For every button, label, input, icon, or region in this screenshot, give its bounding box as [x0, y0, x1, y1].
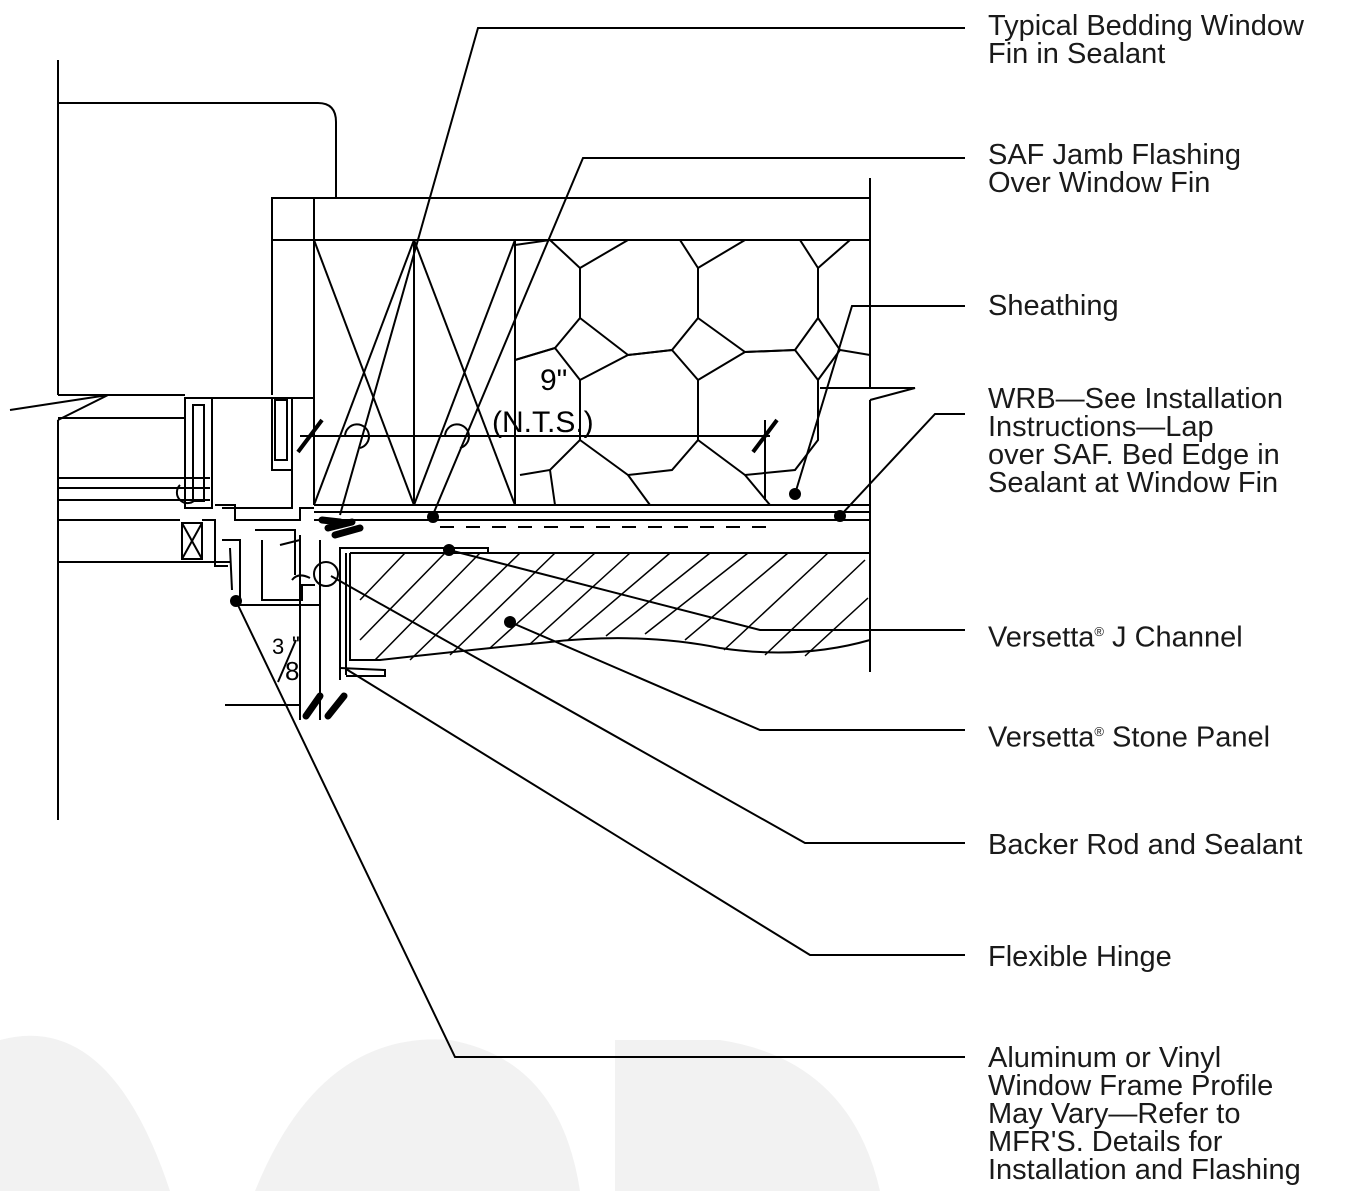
callout-jchannel-brand: Versetta	[988, 621, 1095, 654]
leader-backer	[330, 575, 965, 844]
callout-bedding: Typical Bedding Window Fin in Sealant	[988, 10, 1304, 70]
gap-fraction-bar	[277, 639, 297, 683]
callout-sheathing: Sheathing	[988, 290, 1119, 322]
depth-dimension	[296, 418, 779, 500]
interior-wall	[9, 60, 337, 820]
backer-rod	[313, 561, 339, 587]
depth-note: (N.T.S.)	[492, 406, 594, 439]
callout-backer: Backer Rod and Sealant	[988, 829, 1303, 861]
callout-jchannel: Versetta® J Channel	[988, 618, 1243, 652]
callout-saf: SAF Jamb Flashing Over Window Fin	[988, 139, 1242, 199]
leader-sheathing	[794, 305, 965, 495]
gap-numerator: 3	[272, 634, 284, 659]
leader-stone	[509, 621, 965, 731]
leader-jchannel	[448, 549, 965, 631]
window-frame	[58, 397, 321, 720]
stone-panel	[349, 553, 871, 661]
sheathing-layers	[314, 511, 870, 554]
leader-wrb	[839, 413, 965, 517]
leader-lines	[235, 27, 965, 1058]
registered-mark: ®	[1094, 724, 1104, 739]
j-channel	[339, 547, 489, 680]
callout-stone-brand: Versetta	[988, 721, 1095, 754]
gap-unit: "	[292, 632, 300, 657]
stone-hatch	[359, 552, 869, 661]
sealant-beads	[302, 516, 364, 720]
depth-value: 9"	[540, 364, 567, 397]
insulation	[514, 238, 871, 506]
leader-hinge	[345, 668, 965, 956]
callout-wrb: WRB—See Installation Instructions—Lap ov…	[988, 383, 1283, 499]
watermark	[0, 1035, 880, 1191]
callout-frame: Aluminum or Vinyl Window Frame Profile M…	[988, 1042, 1301, 1186]
callout-hinge: Flexible Hinge	[988, 941, 1172, 973]
callout-stone-suffix: Stone Panel	[1104, 721, 1271, 754]
leader-frame	[235, 600, 965, 1058]
callout-jchannel-suffix: J Channel	[1104, 621, 1243, 654]
registered-mark: ®	[1094, 624, 1104, 639]
leader-bedding	[339, 27, 965, 516]
callout-stone: Versetta® Stone Panel	[988, 718, 1270, 752]
gap-denominator: 8	[285, 656, 299, 686]
leader-dots	[230, 488, 846, 628]
leader-saf	[431, 157, 965, 518]
